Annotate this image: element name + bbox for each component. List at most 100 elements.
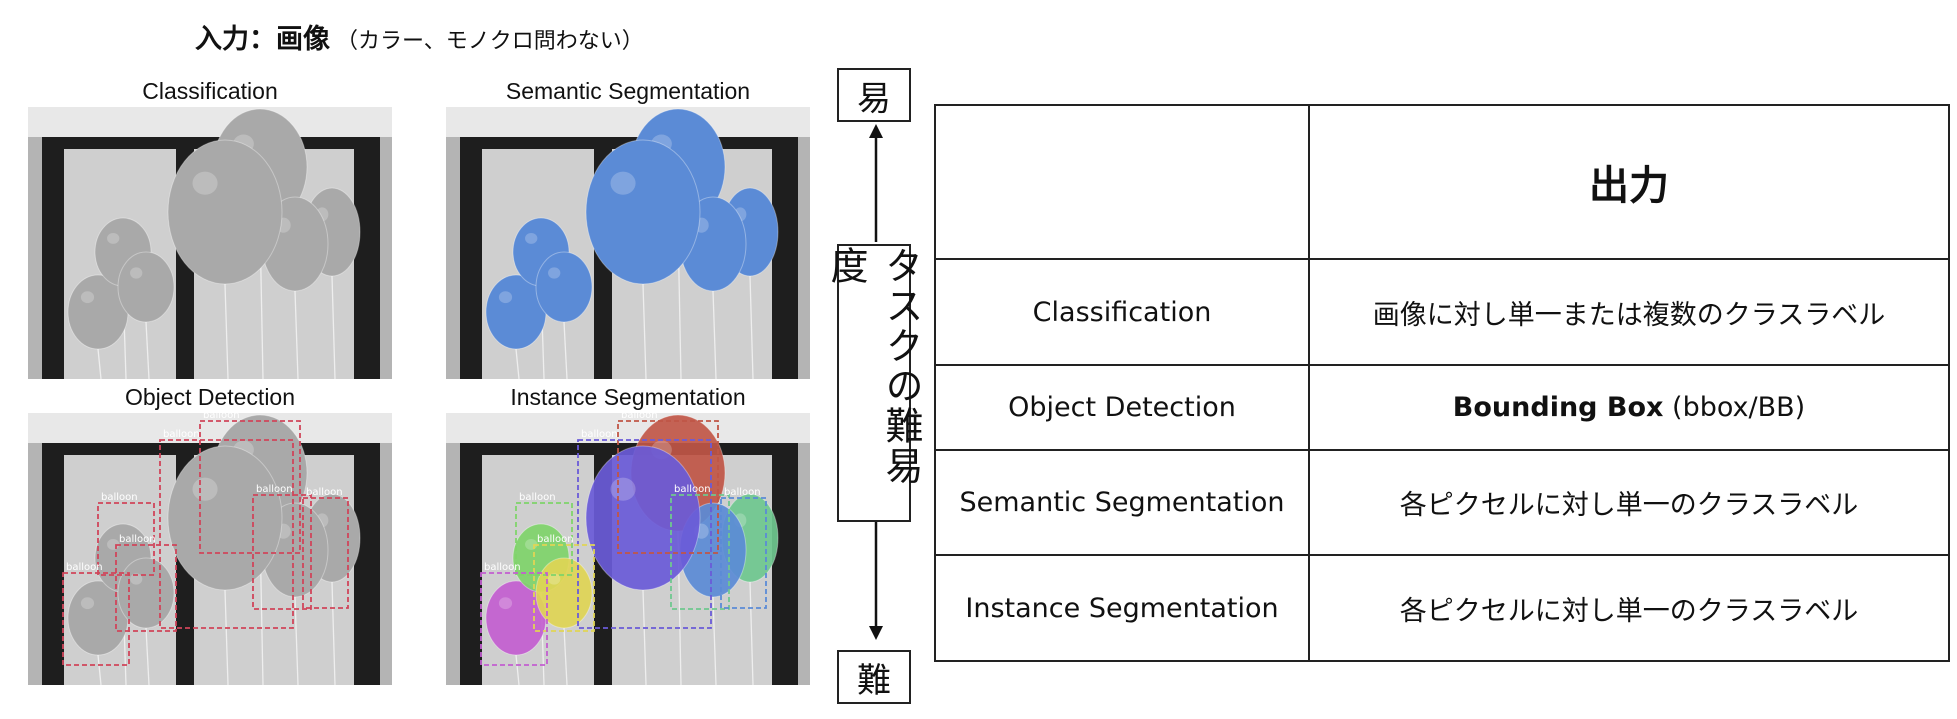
balloon-highlight xyxy=(107,232,120,244)
balloon-highlight xyxy=(192,171,218,195)
balloon-highlight xyxy=(548,267,561,279)
window-frame xyxy=(772,449,798,685)
balloon-highlight xyxy=(498,291,513,304)
balloon xyxy=(117,251,175,323)
bounding-box xyxy=(252,494,312,610)
table-cell-task: Instance Segmentation xyxy=(934,554,1310,662)
panel-title-classification: Classification xyxy=(142,78,278,104)
balloon xyxy=(117,557,175,629)
bounding-box xyxy=(480,572,548,666)
balloon-string xyxy=(224,283,229,379)
table-row: Instance Segmentation 各ピクセルに対し単一のクラスラベル xyxy=(934,554,1950,662)
table-row: Semantic Segmentation 各ピクセルに対し単一のクラスラベル xyxy=(934,448,1950,557)
bounding-box xyxy=(159,439,294,629)
balloon xyxy=(167,139,283,285)
table-header-output: 出力 xyxy=(1308,103,1950,261)
semantic-segmentation-image xyxy=(446,107,810,379)
bounding-box-label: balloon xyxy=(537,534,574,545)
balloon xyxy=(585,445,701,591)
classification-image xyxy=(28,107,392,379)
window-frame xyxy=(460,449,482,685)
bounding-box xyxy=(515,502,573,576)
table-cell-output: Bounding Box (bbox/BB) xyxy=(1308,363,1950,451)
table-cell-task: Classification xyxy=(934,258,1310,366)
balloon-string xyxy=(515,654,520,685)
bounding-box xyxy=(199,420,301,554)
panel-title-object-detection: Object Detection xyxy=(124,384,296,410)
balloon-string xyxy=(563,627,568,685)
table-header-row: 出力 xyxy=(934,103,1950,261)
balloon xyxy=(585,139,701,285)
window-frame xyxy=(460,143,482,379)
balloon-highlight xyxy=(610,477,636,501)
balloon-highlight xyxy=(548,573,561,585)
balloon-string xyxy=(294,290,299,379)
balloon-string xyxy=(642,589,647,685)
balloon-highlight xyxy=(80,291,95,304)
photo-wall xyxy=(446,107,810,137)
balloon-string xyxy=(97,654,102,685)
balloon-highlight xyxy=(498,597,513,610)
table-cell-output: 各ピクセルに対し単一のクラスラベル xyxy=(1308,448,1950,557)
balloon-string xyxy=(642,283,647,379)
instance-segmentation-image: balloon balloon balloon balloon balloon ballo… xyxy=(446,413,810,685)
balloon-string xyxy=(749,275,754,379)
difficulty-axis-label: タスクの難易度 xyxy=(824,244,923,522)
bounding-box-label: balloon xyxy=(101,492,138,503)
bounding-box-label: balloon xyxy=(163,429,200,440)
table-cell-output: 画像に対し単一または複数のクラスラベル xyxy=(1308,258,1950,366)
balloon-string xyxy=(749,581,754,685)
input-heading-bold: 入力：画像 xyxy=(195,24,330,55)
bounding-box-label: balloon xyxy=(484,562,521,573)
window-frame xyxy=(42,143,64,379)
balloon xyxy=(167,445,283,591)
bounding-box xyxy=(97,502,155,576)
balloon-string xyxy=(712,596,717,685)
balloon-highlight xyxy=(525,232,538,244)
difficulty-easy-label: 易 xyxy=(837,68,911,122)
photo-wall xyxy=(28,107,392,137)
balloon-string xyxy=(515,348,520,379)
balloon-string xyxy=(712,290,717,379)
difficulty-axis-text: タスクの難易度 xyxy=(824,246,923,486)
balloon-highlight xyxy=(610,171,636,195)
balloon-highlight xyxy=(80,597,95,610)
table-cell-output: 各ピクセルに対し単一のクラスラベル xyxy=(1308,554,1950,662)
input-heading: 入力：画像（カラー、モノクロ問わない） xyxy=(195,20,644,60)
difficulty-arrow xyxy=(869,124,883,640)
difficulty-easy-text: 易 xyxy=(857,78,891,119)
balloon-string xyxy=(97,348,102,379)
balloon xyxy=(535,251,593,323)
bounding-box xyxy=(302,497,349,609)
bounding-box-label: balloon xyxy=(119,534,156,545)
photo-wall xyxy=(28,413,392,443)
bounding-box xyxy=(670,494,730,610)
balloon-string xyxy=(294,596,299,685)
bounding-box-label: balloon xyxy=(724,487,761,498)
difficulty-hard-label: 難 xyxy=(837,650,911,704)
bounding-box-label: balloon xyxy=(581,429,618,440)
table-cell-task: Semantic Segmentation xyxy=(934,448,1310,557)
balloon-string xyxy=(224,589,229,685)
bounding-box-label: balloon xyxy=(66,562,103,573)
table-header-empty-cell xyxy=(934,103,1310,261)
window-frame xyxy=(772,143,798,379)
balloon-highlight xyxy=(192,477,218,501)
bounding-box-label: balloon xyxy=(306,487,343,498)
panel-title-semantic-segmentation: Semantic Segmentation xyxy=(505,78,751,104)
balloon-string xyxy=(563,321,568,379)
difficulty-hard-text: 難 xyxy=(857,660,891,701)
balloon xyxy=(535,557,593,629)
bounding-box xyxy=(115,544,177,632)
input-heading-paren: （カラー、モノクロ問わない） xyxy=(336,29,644,54)
bounding-box-label: balloon xyxy=(674,484,711,495)
bounding-box xyxy=(720,497,767,609)
bounding-box-abbrev: (bbox/BB) xyxy=(1663,391,1806,423)
window-frame xyxy=(42,449,64,685)
balloon-string xyxy=(145,321,150,379)
bounding-box-label: balloon xyxy=(519,492,556,503)
window-frame xyxy=(354,449,380,685)
balloon-string xyxy=(145,627,150,685)
table-cell-task: Object Detection xyxy=(934,363,1310,451)
bounding-box-label: balloon xyxy=(256,484,293,495)
